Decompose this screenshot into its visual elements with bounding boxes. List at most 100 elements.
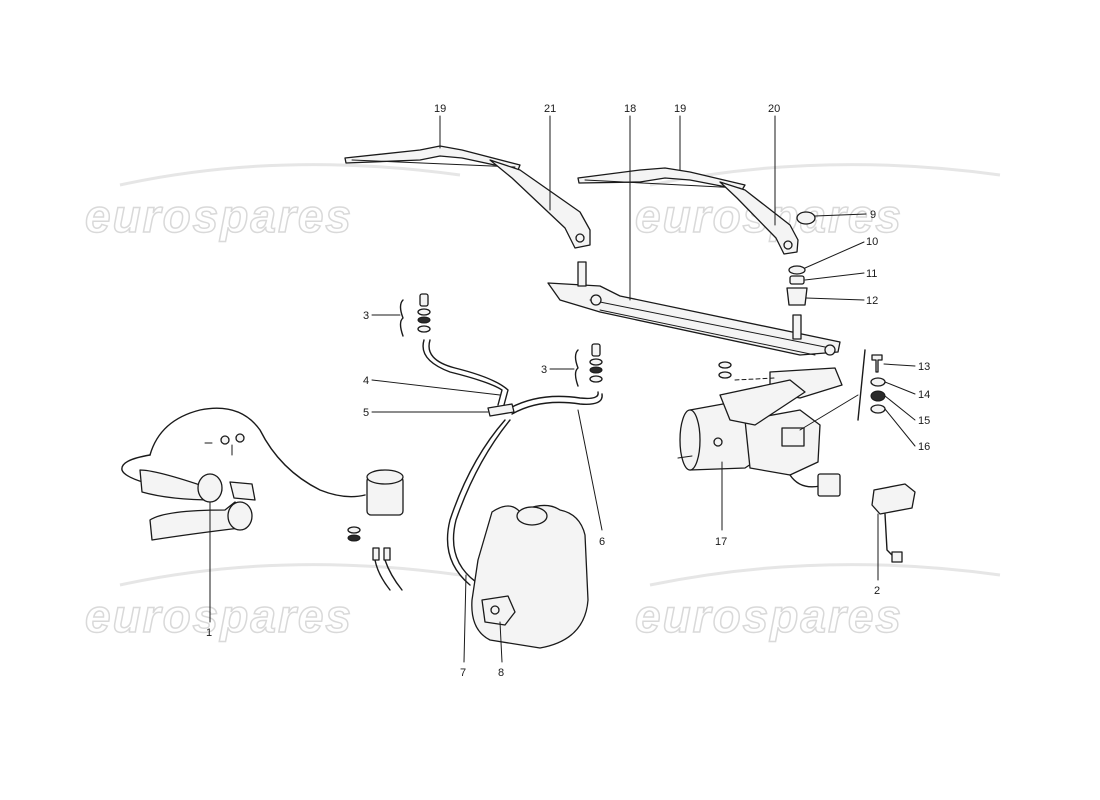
motor-switch — [781, 427, 805, 447]
washer-reservoir — [471, 504, 589, 649]
leader-lines — [209, 115, 916, 663]
spindle-fittings — [786, 211, 816, 306]
relay-terminal — [891, 551, 903, 563]
nozzle-nut — [417, 316, 431, 324]
nozzle-washer — [417, 308, 431, 316]
relay — [871, 483, 916, 563]
washer-tube-right — [511, 393, 603, 415]
motor-screw — [713, 437, 723, 447]
leader-line — [805, 297, 865, 301]
bracket-bolt — [718, 361, 732, 369]
callout-5: 5 — [363, 407, 369, 419]
nozzle-washer — [589, 358, 603, 366]
brace-left — [399, 299, 404, 337]
callout-7: 7 — [460, 667, 466, 679]
left-wiper-arm — [489, 159, 591, 249]
leader-line — [499, 621, 503, 663]
watermark-text: eurospares — [85, 590, 353, 642]
right-wiper-arm — [719, 181, 799, 255]
bracket-bolt — [718, 371, 732, 379]
left-wiper-arm-pivot — [575, 233, 585, 243]
mounting-bolt — [871, 354, 883, 373]
callout-14: 14 — [918, 389, 930, 401]
leader-line — [884, 381, 916, 395]
callout-1: 1 — [206, 627, 212, 639]
leader-line — [814, 213, 867, 217]
callout-3: 3 — [541, 364, 547, 376]
nozzle-jet — [591, 343, 601, 357]
watermark-swoosh — [119, 163, 461, 187]
motor-mounting-bolt — [677, 455, 693, 459]
spring-washer — [870, 390, 886, 402]
callout-19: 19 — [674, 103, 686, 115]
motor-connector — [817, 473, 841, 497]
compressor-terminal — [372, 547, 380, 561]
callout-labels: 19 21 18 19 20 9 10 11 12 13 14 15 16 3 … — [206, 103, 930, 679]
compressor-lead — [374, 559, 391, 591]
callout-4: 4 — [363, 375, 369, 387]
horn-bell-upper — [197, 473, 223, 503]
callout-2: 2 — [874, 585, 880, 597]
leader-line — [804, 241, 865, 269]
horn-assembly — [121, 407, 404, 591]
horn-mount-washer — [220, 435, 230, 445]
callout-13: 13 — [918, 361, 930, 373]
nozzle-washer — [417, 325, 431, 333]
right-spindle-post — [792, 314, 802, 340]
callout-9: 9 — [870, 209, 876, 221]
callout-15: 15 — [918, 415, 930, 427]
nozzle-jet — [419, 293, 429, 307]
callout-21: 21 — [544, 103, 556, 115]
callout-16: 16 — [918, 441, 930, 453]
leader-line — [371, 379, 501, 396]
watermark-text: eurospares — [635, 590, 903, 642]
washer-tube-reservoir — [452, 419, 511, 583]
right-wiper-blade-edge — [584, 179, 741, 189]
leader-line — [463, 574, 467, 663]
reservoir-body — [471, 504, 589, 649]
right-wiper-arm-pivot — [783, 240, 793, 250]
callout-19: 19 — [434, 103, 446, 115]
motor-lead — [789, 474, 821, 488]
washer-tube-left — [428, 339, 509, 406]
watermark-swoosh — [119, 563, 461, 587]
linkage-pivot — [824, 344, 836, 356]
washer-nozzles — [399, 293, 603, 387]
compressor-lead — [384, 559, 403, 591]
leader-line — [883, 363, 916, 367]
fastener-guide-line — [799, 394, 859, 431]
flat-washer — [870, 377, 886, 387]
compressor-terminal — [383, 547, 391, 561]
motor-end-cap — [679, 409, 701, 471]
right-wiper-assembly — [577, 167, 799, 255]
spindle-bush — [786, 287, 808, 306]
relay-body — [871, 483, 916, 515]
leader-line — [884, 395, 916, 421]
linkage-rod — [599, 309, 816, 356]
callout-11: 11 — [866, 268, 877, 280]
washer-tubes — [422, 339, 603, 586]
callout-20: 20 — [768, 103, 780, 115]
spindle-cap — [796, 211, 816, 225]
callout-17: 17 — [715, 536, 727, 548]
brace-right — [574, 349, 579, 387]
compressor-mount-nut — [347, 534, 361, 542]
callout-6: 6 — [599, 536, 605, 548]
callout-10: 10 — [866, 236, 878, 248]
tube-t-connector — [487, 403, 515, 417]
washer-tube-right — [509, 391, 599, 409]
left-spindle-post — [577, 261, 587, 287]
horn-wiring — [149, 407, 366, 498]
callout-18: 18 — [624, 103, 636, 115]
leader-line — [577, 409, 603, 531]
reservoir-filler-cap — [516, 506, 548, 526]
leader-line — [804, 272, 865, 281]
horn-bell-lower — [227, 501, 253, 531]
assembly-guide — [734, 377, 776, 381]
linkage-pivot — [590, 294, 602, 306]
nut — [870, 404, 886, 414]
horn-bracket — [229, 481, 256, 501]
pump-terminal — [490, 605, 500, 615]
watermark-text: eurospares — [85, 190, 353, 242]
